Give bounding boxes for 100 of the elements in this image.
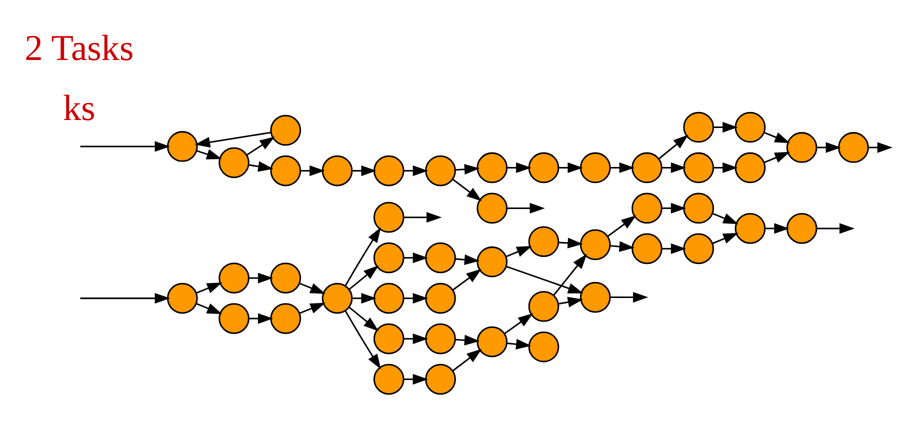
arrow [299, 282, 326, 294]
node-circle [632, 233, 662, 264]
arrow [455, 334, 480, 346]
arrow [662, 243, 686, 254]
label: ks [62, 88, 96, 128]
node-circle [476, 192, 508, 224]
node-circle [683, 152, 714, 184]
arrow [816, 142, 841, 153]
node-circle [476, 326, 508, 358]
arrow [80, 292, 170, 304]
node-circle [734, 112, 766, 143]
arrow [713, 162, 738, 174]
arrow [765, 223, 790, 234]
node-circle [373, 242, 404, 274]
arrow [506, 202, 545, 214]
arrow [816, 223, 855, 234]
arrow [658, 134, 688, 160]
arrow [344, 310, 381, 370]
arrow [662, 202, 686, 214]
node-circle [632, 192, 662, 224]
arrow [348, 265, 379, 290]
arrow [558, 238, 583, 248]
node-circle [425, 242, 456, 274]
arrow [662, 162, 686, 174]
node-circle [683, 233, 714, 264]
node-circle [580, 152, 611, 184]
node-circle [425, 323, 456, 354]
node-circle [476, 152, 508, 184]
node-circle [322, 155, 353, 186]
arrow [194, 132, 271, 148]
node-circle [373, 155, 404, 186]
arrow [196, 302, 222, 314]
arrow [712, 232, 738, 244]
node-circle [373, 282, 404, 314]
arrow [558, 296, 584, 308]
arrow [506, 246, 532, 258]
node-circle [218, 147, 250, 178]
node-circle [786, 213, 818, 244]
node-circle [734, 152, 766, 184]
node-circle [528, 226, 560, 258]
arrow [344, 227, 381, 286]
arrow [196, 149, 222, 160]
arrow [404, 165, 428, 176]
node-circle [425, 282, 456, 314]
arrow [868, 142, 893, 153]
node-circle [166, 131, 198, 162]
arrow [299, 302, 326, 314]
arrow [610, 162, 635, 174]
node-circle [528, 152, 560, 184]
arrow [506, 338, 532, 350]
node-circle [270, 155, 302, 186]
node-circle [270, 303, 302, 334]
arrow [712, 212, 738, 224]
node-circle [528, 290, 560, 322]
arrow [610, 292, 648, 303]
arrow [452, 268, 482, 290]
node-circle [580, 229, 611, 260]
node-circle [322, 282, 353, 314]
node-circle [373, 364, 404, 395]
arrow [404, 374, 428, 385]
arrow [404, 292, 428, 304]
arrow [713, 122, 738, 133]
node-circle [838, 132, 869, 163]
node-circle [632, 152, 662, 184]
arrow [404, 252, 428, 264]
arrow [300, 165, 325, 176]
arrow [558, 162, 583, 174]
node-circle [373, 202, 404, 233]
node-circle [425, 364, 456, 395]
node-circle [683, 112, 714, 143]
node-circle [373, 323, 404, 354]
node-circle [425, 155, 456, 186]
arrow [607, 215, 636, 237]
node-circle [786, 132, 818, 163]
node-circle [218, 303, 250, 334]
node-circle [218, 262, 250, 294]
arrow [506, 162, 532, 174]
arrow [504, 313, 534, 334]
node-circle [683, 192, 714, 224]
arrow [246, 136, 275, 156]
arrow [404, 333, 428, 344]
arrow [248, 313, 274, 324]
arrow [506, 266, 584, 294]
arrow [248, 161, 274, 172]
arrow [764, 152, 790, 164]
arrow [610, 241, 635, 252]
arrow [764, 132, 790, 144]
arrow [196, 282, 222, 294]
node-circle [166, 282, 198, 314]
arrow [348, 306, 379, 332]
arrow [455, 254, 480, 265]
arrow [452, 178, 482, 202]
node-circle [476, 246, 508, 278]
arrow [248, 272, 274, 284]
arrow [455, 164, 480, 175]
arrow [80, 141, 170, 152]
node-circle [734, 213, 766, 244]
arrow [452, 348, 482, 372]
node-circle [580, 282, 611, 313]
arrow [553, 254, 587, 296]
